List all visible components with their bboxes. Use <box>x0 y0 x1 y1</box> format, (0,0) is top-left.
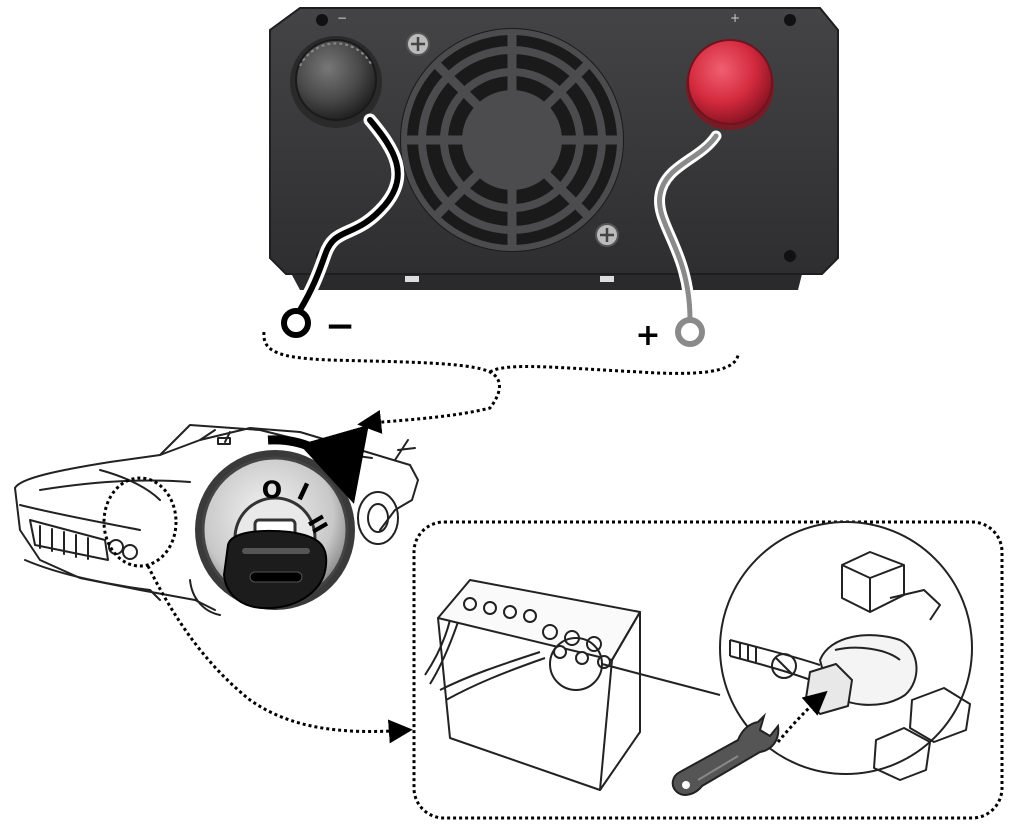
screw-icon <box>406 32 619 247</box>
negative-cable-label: − <box>325 306 355 347</box>
key-icon <box>222 529 328 610</box>
battery-location-highlight <box>102 476 178 568</box>
connection-path <box>489 354 740 375</box>
battery-icon <box>424 579 721 791</box>
car-icon <box>14 424 419 616</box>
ignition-position-off: O <box>262 476 282 504</box>
inverter-negative-mark: − <box>337 11 347 25</box>
inverter-positive-mark: + <box>730 11 740 25</box>
fan-grille-icon <box>400 28 624 252</box>
wrench-icon <box>671 712 780 796</box>
connection-path-arrow <box>262 331 501 434</box>
negative-terminal <box>290 36 382 128</box>
negative-cable <box>281 113 405 338</box>
battery-terminal-detail <box>719 521 973 781</box>
positive-terminal <box>686 39 774 130</box>
battery-path-arrow <box>146 565 413 744</box>
positive-cable-label: + <box>635 318 660 353</box>
tighten-arrow <box>776 690 828 743</box>
inverter: − + <box>269 7 839 290</box>
positive-cable <box>654 130 722 347</box>
turn-direction-arrow <box>267 424 369 504</box>
negative-ring-terminal <box>281 308 311 338</box>
positive-ring-terminal <box>675 317 705 347</box>
